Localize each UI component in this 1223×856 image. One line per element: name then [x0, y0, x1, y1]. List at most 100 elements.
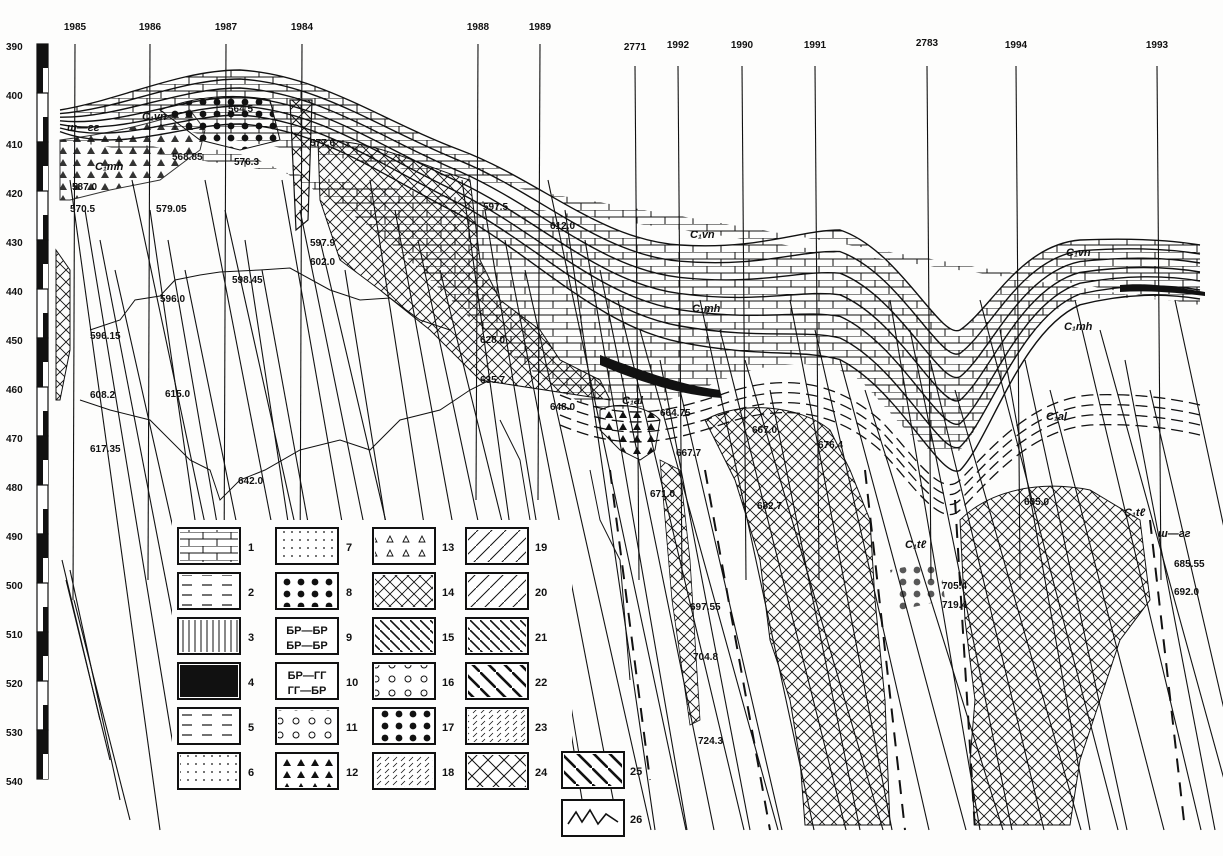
legend-item	[561, 751, 625, 789]
depth-label: 564.5	[228, 104, 253, 115]
well-label: 2771	[624, 42, 647, 53]
well-label: 1986	[139, 22, 162, 33]
legend-item	[177, 662, 241, 700]
depth-label: 692.0	[1174, 587, 1199, 598]
coal-band	[600, 355, 722, 398]
shale-bands	[559, 381, 1201, 516]
depth-tick-label: 540	[6, 777, 23, 788]
well-line	[223, 43, 227, 581]
legend-swatch	[468, 710, 526, 742]
depth-label: 617.35	[90, 444, 121, 455]
legend-item	[465, 617, 529, 655]
well-line	[741, 65, 747, 581]
legend-number: 22	[535, 677, 547, 689]
shale-band	[559, 411, 1201, 516]
legend-swatch	[468, 755, 526, 787]
legend-number: 1	[248, 542, 254, 554]
depth-label: 596.0	[160, 294, 185, 305]
legend-swatch	[468, 620, 526, 652]
well-line	[475, 43, 479, 501]
legend-number: 10	[346, 677, 358, 689]
well-label: 1992	[667, 40, 690, 51]
depth-tick-label: 490	[6, 532, 23, 543]
depth-label: 685.55	[1174, 559, 1205, 570]
ruler-subsegment	[43, 705, 48, 730]
legend-number: 7	[346, 542, 352, 554]
legend-swatch-frame	[275, 662, 339, 700]
well-label: 1993	[1146, 40, 1169, 51]
depth-label: 597.5	[483, 202, 508, 213]
fault-line	[639, 329, 779, 831]
legend-number: 13	[442, 542, 454, 554]
depth-tick-label: 390	[6, 42, 23, 53]
depth-tick-label: 480	[6, 483, 23, 494]
depth-label: 724.3	[698, 736, 723, 747]
legend-number: 12	[346, 767, 358, 779]
legend-swatch	[375, 710, 433, 742]
ruler-subsegment	[43, 117, 48, 142]
wells	[72, 43, 1162, 601]
unit-label: C₁vn	[1066, 247, 1091, 259]
dashed-line	[1149, 519, 1186, 831]
unit-label: C₁mh	[95, 161, 124, 173]
ruler-subsegment	[43, 607, 48, 632]
legend-swatch	[375, 665, 433, 697]
depth-tick-label: 500	[6, 581, 23, 592]
legend-item	[465, 662, 529, 700]
legend-swatch	[468, 665, 526, 697]
depth-tick-label: 530	[6, 728, 23, 739]
legend-item	[177, 752, 241, 790]
well-label: 1984	[291, 22, 314, 33]
legend-item	[275, 572, 339, 610]
legend-swatch	[468, 530, 526, 562]
depth-label: 667.0	[752, 425, 777, 436]
depth-label: 682.7	[757, 501, 782, 512]
depth-label: 612.0	[550, 221, 575, 232]
well-label: 1985	[64, 22, 87, 33]
legend-item	[275, 752, 339, 790]
legend-item	[177, 572, 241, 610]
depth-label: 602.0	[310, 257, 335, 268]
depth-tick-label: 440	[6, 287, 23, 298]
fault-line	[73, 599, 131, 821]
depth-label: 568.85	[172, 152, 203, 163]
depth-label: 697.55	[690, 602, 721, 613]
legend-item	[465, 527, 529, 565]
legend-swatch-text: БР—ГГ	[288, 670, 327, 682]
well-label: 1990	[731, 40, 754, 51]
depth-tick-label: 460	[6, 385, 23, 396]
dashed-lines	[609, 469, 1186, 831]
legend-item	[561, 799, 625, 837]
depth-tick-label: 510	[6, 630, 23, 641]
well-line	[814, 65, 820, 581]
depth-ruler	[36, 43, 49, 780]
depth-label: 577.6	[310, 138, 335, 149]
legend-number: 4	[248, 677, 255, 689]
well-line	[72, 43, 76, 601]
legend-number: 8	[346, 587, 352, 599]
depth-label: 685.0	[1024, 497, 1049, 508]
depth-label: 664.75	[660, 408, 691, 419]
legend-item	[177, 707, 241, 745]
legend-number: 9	[346, 632, 352, 644]
unit-label: C₁al	[622, 395, 644, 407]
well-line	[537, 43, 541, 501]
depth-label: 648.0	[550, 402, 575, 413]
depth-label: 667.7	[676, 448, 701, 459]
unit-label: C₁al	[1046, 411, 1068, 423]
depth-label: 598.45	[232, 275, 263, 286]
ruler-subsegment	[43, 68, 48, 93]
unit-label: ш—гг	[1158, 528, 1191, 540]
legend-swatch	[180, 755, 238, 787]
well-label: 1994	[1005, 40, 1028, 51]
fault-line	[1124, 359, 1216, 831]
zone-crosshatch-1994	[959, 485, 1151, 826]
zone-1992	[659, 459, 701, 726]
well-line	[147, 43, 151, 581]
legend-item	[275, 527, 339, 565]
ruler-subsegment	[43, 411, 48, 436]
contact-line-2771	[589, 469, 631, 681]
legend-item	[177, 527, 241, 565]
ruler-subsegment	[43, 313, 48, 338]
